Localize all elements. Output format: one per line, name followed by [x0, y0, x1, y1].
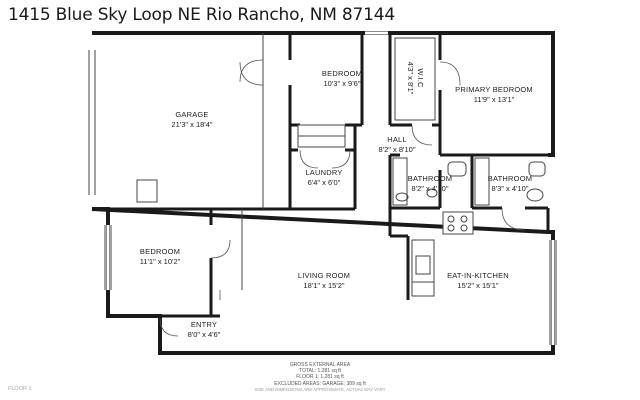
area-heading: GROSS EXTERNAL AREA — [289, 362, 351, 368]
garage-name: GARAGE — [175, 110, 208, 119]
living-room-name: LIVING ROOM — [298, 271, 350, 280]
door-swings — [159, 59, 526, 337]
laundry-name: LAUNDRY — [305, 168, 342, 177]
bedroom-top-name: BEDROOM — [322, 69, 362, 78]
bathroom-1-name: BATHROOM — [408, 174, 452, 183]
kitchen-name: EAT-IN-KITCHEN — [447, 271, 509, 280]
bedroom-top-dims: 10'3" x 9'6" — [324, 79, 361, 88]
bathroom-2-dims: 8'3" x 4'10" — [492, 184, 529, 193]
bedroom-left-name: BEDROOM — [140, 247, 180, 256]
floor-label: FLOOR 1 — [8, 386, 32, 392]
primary-bedroom-name: PRIMARY BEDROOM — [455, 85, 533, 94]
area-summary: GROSS EXTERNAL AREA TOTAL: 1,281 sq ft F… — [0, 362, 640, 387]
living-room-dims: 18'1" x 15'2" — [303, 281, 344, 290]
area-excluded: EXCLUDED AREAS: GARAGE: 389 sq ft — [274, 380, 366, 387]
hall-name: HALL — [387, 135, 407, 144]
plan-title: 1415 Blue Sky Loop NE Rio Rancho, NM 871… — [8, 5, 395, 25]
wic-dims: 4'3" x 8'1" — [406, 62, 415, 95]
entry-name: ENTRY — [191, 320, 217, 329]
wic-name: W.I.C — [416, 68, 425, 88]
garage-dims: 21'3" x 18'4" — [171, 120, 212, 129]
bathroom-2-name: BATHROOM — [488, 174, 532, 183]
bedroom-left-dims: 11'1" x 10'2" — [140, 257, 181, 266]
entry-dims: 8'0" x 4'6" — [188, 330, 221, 339]
hall-dims: 8'2" x 8'10" — [379, 145, 416, 154]
bathroom-1-dims: 8'2" x 4'10" — [412, 184, 449, 193]
primary-bedroom-dims: 11'9" x 13'1" — [474, 95, 515, 104]
kitchen-dims: 15'2" x 15'1" — [457, 281, 498, 290]
area-floor1: FLOOR 1: 1,281 sq ft — [296, 374, 344, 381]
area-total: TOTAL: 1,281 sq ft — [299, 368, 341, 375]
thin-walls — [88, 31, 557, 345]
disclaimer: SIZE AND DIMENSIONS ARE APPROXIMATE, ACT… — [254, 387, 386, 392]
laundry-dims: 6'4" x 6'0" — [308, 178, 341, 187]
room-labels: GARAGE 21'3" x 18'4" BEDROOM 10'3" x 9'6… — [140, 62, 533, 339]
